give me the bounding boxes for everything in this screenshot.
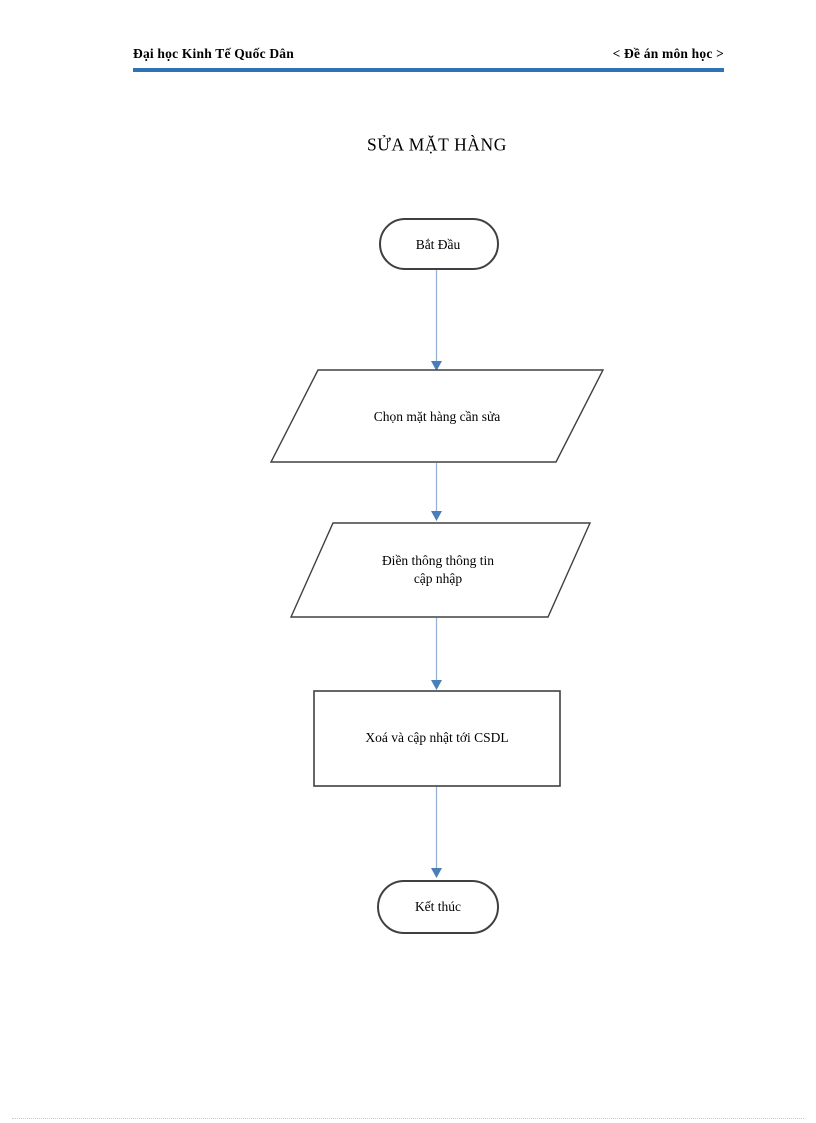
parallelogram-select-shape [269,369,605,463]
process-update-label: Xoá và cập nhật tới CSDL [365,730,509,745]
arrowhead-start-to-select-icon [431,361,442,371]
header-right-text: < Đề án môn học > [612,46,724,61]
process-update-shape [313,690,561,787]
footer-dotted-line [12,1118,804,1119]
arrowhead-select-to-fill-icon [431,511,442,521]
terminator-end-label: Kết thúc [414,899,462,914]
header-rule [133,68,724,72]
parallelogram-fill-shape [289,522,592,618]
page-header: Đại học Kinh Tế Quốc Dân < Đề án môn học… [133,46,724,62]
parallelogram-fill-label: Điền thông thông tin cập nhập [381,553,495,586]
terminator-end-shape [377,880,499,934]
arrowhead-update-to-end-icon [431,868,442,878]
header-left-text: Đại học Kinh Tế Quốc Dân [133,46,294,61]
page-title: SỬA MẶT HÀNG [366,134,508,155]
parallelogram-select-label: Chọn mặt hàng cần sửa [373,409,501,424]
arrowhead-fill-to-update-icon [431,680,442,690]
terminator-start-label: Bắt Đầu [415,237,461,252]
terminator-start-shape [379,218,499,270]
